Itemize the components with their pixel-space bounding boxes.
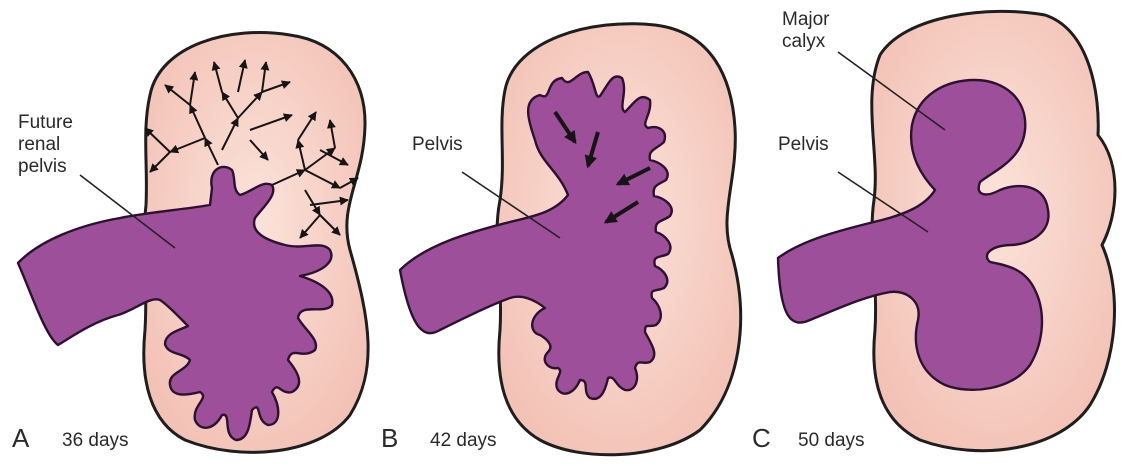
- panel-letter-c: C: [752, 423, 771, 453]
- days-b: 42 days: [430, 430, 497, 451]
- panel-a: Future renal pelvis A 36 days: [12, 33, 368, 454]
- days-c: 50 days: [798, 430, 865, 451]
- label-c-major: Major calyx: [782, 9, 835, 52]
- panel-letter-a: A: [12, 423, 30, 453]
- label-c-pelvis: Pelvis: [778, 134, 829, 155]
- panel-b: Pelvis B 42 days: [381, 24, 741, 455]
- panel-c: Major calyx Pelvis C 50 days: [752, 9, 1115, 453]
- days-a: 36 days: [62, 430, 129, 451]
- panel-letter-b: B: [381, 423, 398, 453]
- label-a: Future renal pelvis: [18, 112, 78, 177]
- label-b: Pelvis: [412, 134, 463, 155]
